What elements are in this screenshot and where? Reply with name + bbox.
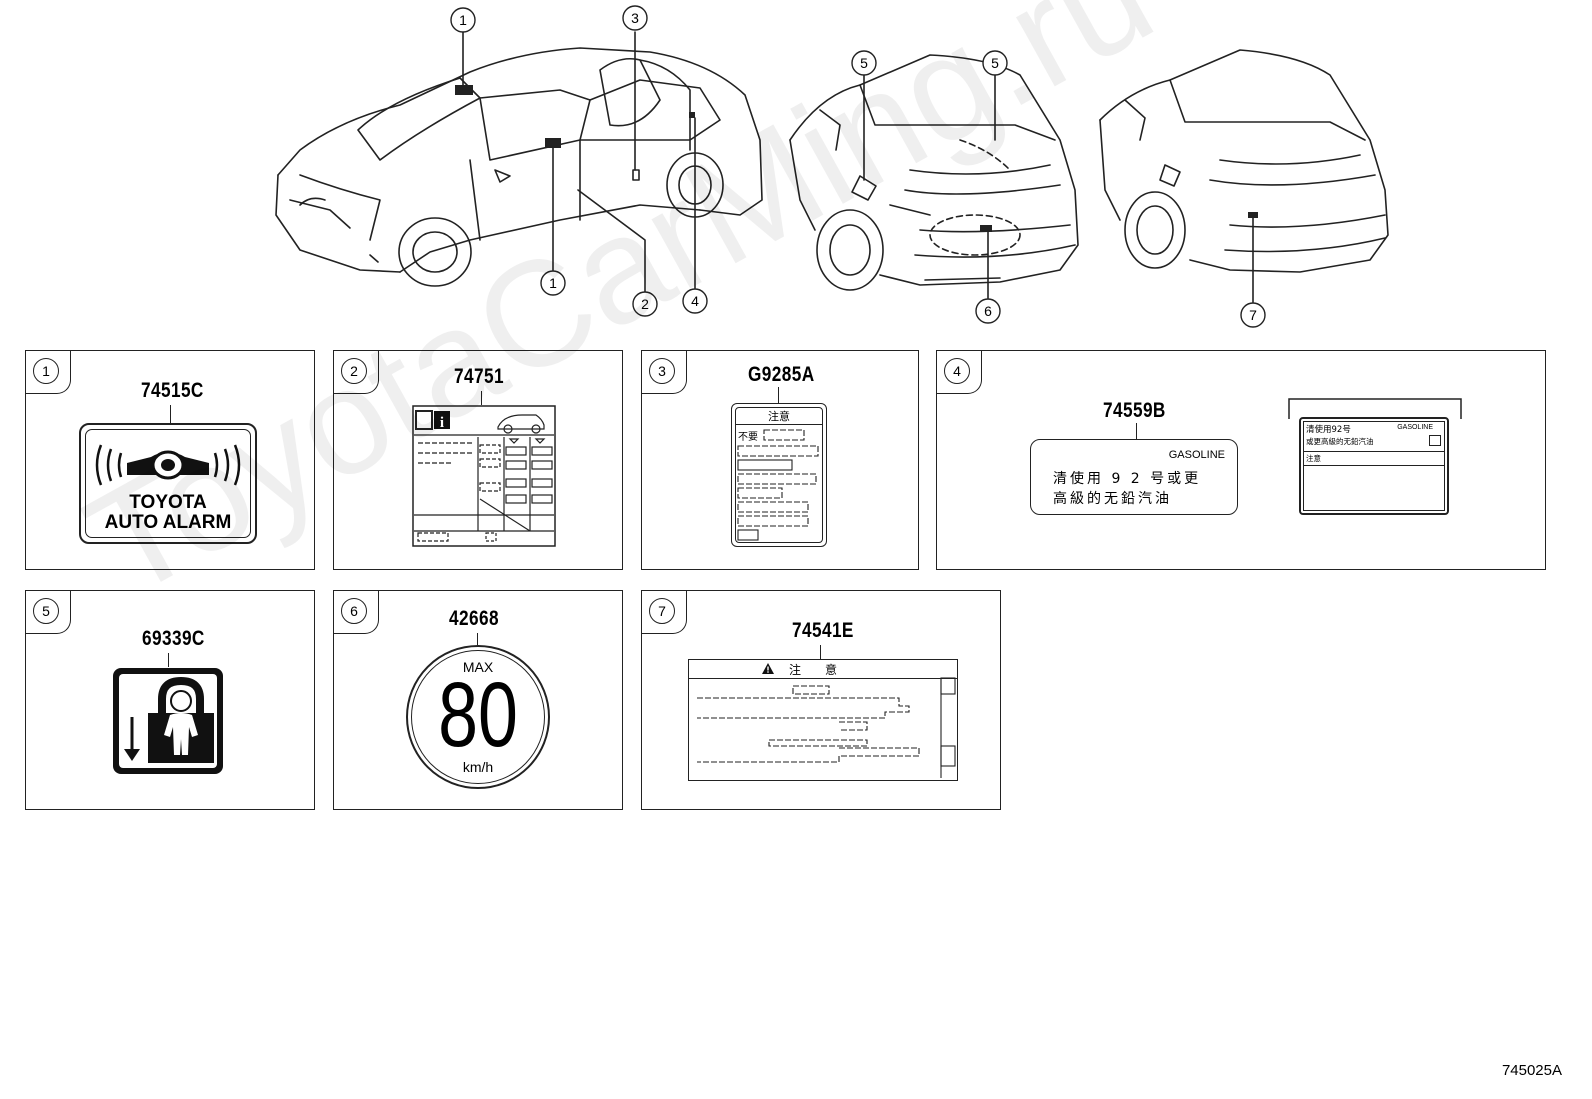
mini-line2: 或更高級的无鉛汽油 [1306,437,1374,446]
car-rear-view-2 [1099,49,1389,273]
speed-unit: km/h [462,759,494,775]
auto-alarm-text: TOYOTA AUTO ALARM [104,492,232,533]
panel-1-auto-alarm-label: 1 74515C TOYOTA AUTO ALARM [25,350,315,570]
alarm-car-icon [95,444,241,486]
part-number: 74559B [1103,399,1166,422]
callout-7: 7 [1249,307,1257,323]
fuel-lid-bracket [1288,398,1462,419]
car-front-view [275,47,763,287]
panel-callout: 6 [333,590,379,634]
warning-text-lines [697,677,956,778]
callout-6: 6 [984,303,992,319]
warning-sticker: 注 意 [688,659,958,781]
callout-1-bottom: 1 [549,275,557,291]
speed-value: 80 [438,664,518,766]
warning-triangle-icon [762,663,774,674]
fuel-type: GASOLINE [1168,449,1225,461]
panel-4-fuel-label: 4 74559B GASOLINE 清使用 9 2 号或更 高級的无鉛汽油 清使… [936,350,1546,570]
mini-fuel: GASOLINE [1397,424,1433,431]
part-number: 74515C [141,379,204,402]
panel-callout: 1 [25,350,71,394]
part-number: 74541E [792,619,854,642]
figure-code: 745025A [1501,1062,1562,1079]
callout-2: 2 [641,296,649,312]
vehicle-overview-illustration: 1 3 5 5 1 2 4 6 7 [275,5,1389,328]
panel-7-warning-label: 7 74541E 注 意 [641,590,1001,810]
mini-line3: 注意 [1306,454,1321,463]
callout-1-top: 1 [459,12,467,28]
panel-5-child-lock-label: 5 69339C [25,590,315,810]
panel-callout: 4 [936,350,982,394]
fuel-text: 清使用 9 2 号或更 高級的无鉛汽油 [1053,471,1202,507]
max-label: MAX [462,659,494,675]
callout-5-right: 5 [991,55,999,71]
part-number: 69339C [142,627,205,650]
caution-row-label: 不要 [738,432,758,443]
panel-callout: 5 [25,590,71,634]
panel-3-caution-label: 3 G9285A 注意 不要 [641,350,919,570]
caution-sticker: 注意 不要 [731,403,827,547]
fuel-sticker: GASOLINE 清使用 9 2 号或更 高級的无鉛汽油 [1030,439,1238,515]
panel-callout: 3 [641,350,687,394]
car-rear-view-1 [789,54,1079,291]
tire-info-sticker: i [412,405,556,547]
info-glyph: i [440,415,444,431]
auto-alarm-sticker: TOYOTA AUTO ALARM [79,423,257,544]
caution-text-lines [737,429,819,541]
child-lock-icon [113,668,223,774]
callout-3: 3 [631,10,639,26]
panel-6-speed-label: 6 42668 MAX 80 km/h [333,590,623,810]
panel-callout: 7 [641,590,687,634]
speed-sticker: MAX 80 km/h [406,645,550,789]
warning-header: 注 意 [789,663,844,677]
callout-5-left: 5 [860,55,868,71]
part-number: G9285A [748,363,815,386]
panel-2-tire-info-label: 2 74751 i [333,350,623,570]
caution-header: 注意 [768,410,790,423]
part-number: 42668 [449,607,499,630]
part-number: 74751 [454,365,504,388]
panel-callout: 2 [333,350,379,394]
fuel-lid-mini-sticker: 清使用92号 GASOLINE 或更高級的无鉛汽油 注意 [1299,417,1449,515]
mini-line1: 清使用92号 [1306,425,1351,435]
callout-4: 4 [691,293,699,309]
